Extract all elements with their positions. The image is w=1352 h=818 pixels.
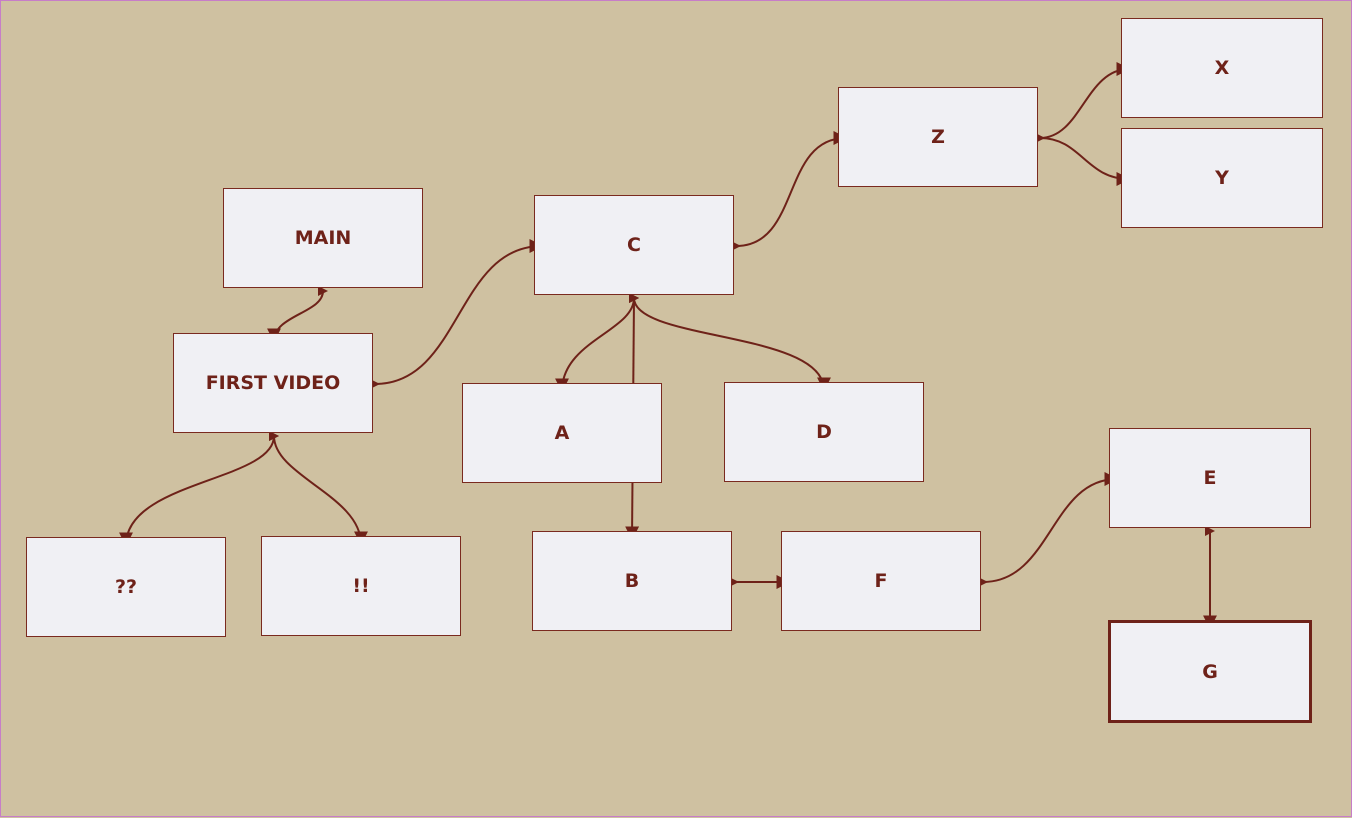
node-x-label: X <box>1214 57 1230 79</box>
node-first-video-label: FIRST VIDEO <box>205 372 341 394</box>
node-c-label: C <box>627 234 641 256</box>
node-d[interactable]: D <box>724 382 924 482</box>
node-c[interactable]: C <box>534 195 734 295</box>
edge-c-to-d <box>629 293 831 392</box>
node-first-video[interactable]: FIRST VIDEO <box>173 333 373 433</box>
edge-c-to-a <box>555 293 639 393</box>
node-ex-label: !! <box>352 575 370 597</box>
node-z-label: Z <box>931 126 945 148</box>
edge-c-to-z <box>731 131 848 251</box>
node-e[interactable]: E <box>1109 428 1311 528</box>
node-x[interactable]: X <box>1121 18 1323 118</box>
node-main-label: MAIN <box>294 227 352 249</box>
edge-z-to-x <box>1035 62 1131 143</box>
node-f[interactable]: F <box>781 531 981 631</box>
edge-z-to-y <box>1035 133 1131 186</box>
node-g-label: G <box>1202 660 1218 683</box>
edge-first-video-to-ex <box>269 431 368 546</box>
node-b-label: B <box>624 570 640 592</box>
node-ex[interactable]: !! <box>261 536 461 636</box>
node-z[interactable]: Z <box>838 87 1038 187</box>
node-a[interactable]: A <box>462 383 662 483</box>
node-e-label: E <box>1203 467 1217 489</box>
node-d-label: D <box>816 421 832 443</box>
node-y[interactable]: Y <box>1121 128 1323 228</box>
node-qq-label: ?? <box>114 576 138 598</box>
edge-first-video-to-c <box>370 239 544 389</box>
node-f-label: F <box>874 570 888 592</box>
node-g[interactable]: G <box>1108 620 1312 723</box>
edge-f-to-e <box>978 472 1119 587</box>
node-a-label: A <box>554 422 570 444</box>
node-y-label: Y <box>1215 167 1229 189</box>
node-main[interactable]: MAIN <box>223 188 423 288</box>
edge-first-video-to-qq <box>119 431 279 547</box>
node-b[interactable]: B <box>532 531 732 631</box>
node-qq[interactable]: ?? <box>26 537 226 637</box>
